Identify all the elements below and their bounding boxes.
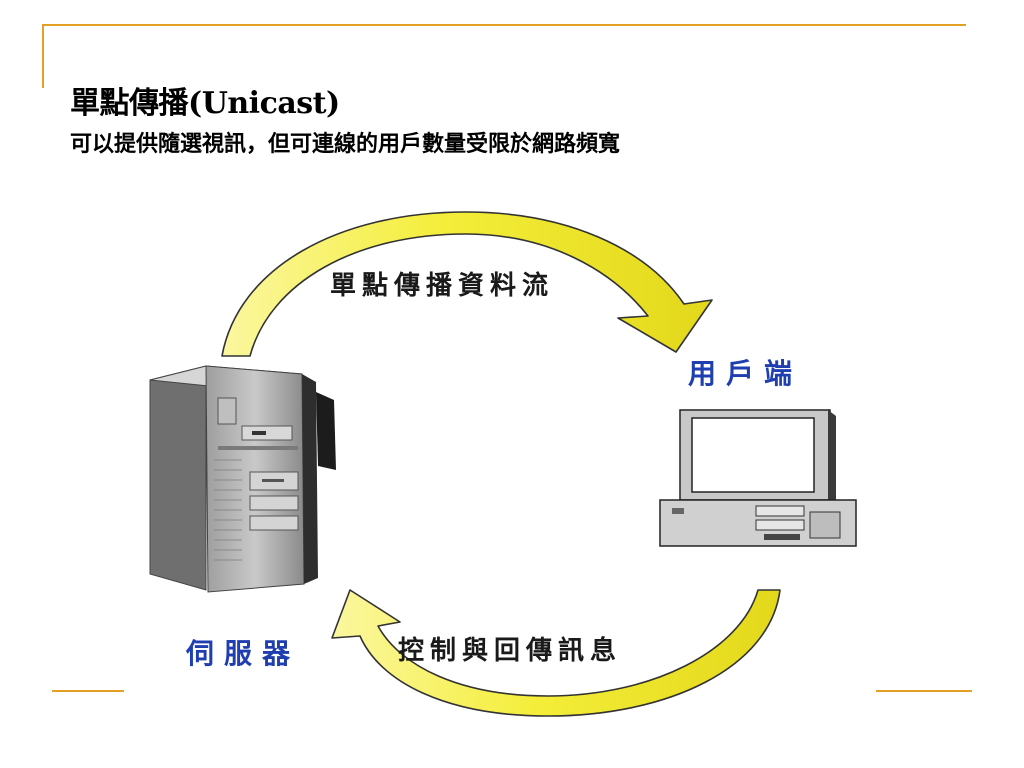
server-label: 伺服器 [186, 632, 300, 672]
unicast-data-flow-label: 單點傳播資料流 [330, 265, 554, 302]
desktop-computer-icon [660, 410, 856, 546]
control-return-message-label: 控制與回傳訊息 [398, 630, 622, 667]
client-label: 用戶端 [688, 352, 802, 392]
server-tower-icon [150, 366, 336, 592]
